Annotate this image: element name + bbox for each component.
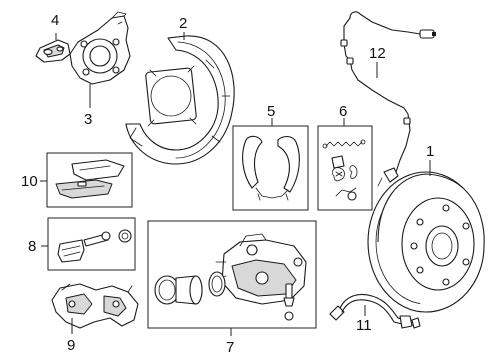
- box-10: [46, 152, 133, 208]
- callout-12: 12: [369, 45, 386, 62]
- part-4-clip: [35, 39, 71, 63]
- part-5-parking-shoes: [242, 135, 300, 201]
- callout-8: 8: [28, 238, 36, 255]
- part-3-mounting-plate: [69, 11, 131, 85]
- part-2-dust-shield: [125, 35, 235, 165]
- callout-6: 6: [339, 103, 347, 120]
- box-5: [232, 125, 309, 211]
- callout-11: 11: [356, 317, 372, 334]
- callout-7: 7: [226, 339, 234, 356]
- part-9-caliper-bracket: [51, 283, 139, 329]
- box-6: [317, 125, 373, 211]
- part-10-brake-pads: [55, 159, 125, 199]
- callout-10: 10: [21, 173, 38, 190]
- box-7: [147, 220, 317, 329]
- callout-2: 2: [179, 15, 187, 32]
- callout-3: 3: [84, 111, 92, 128]
- box-8: [47, 217, 136, 271]
- part-8-guide-pins: [57, 229, 132, 263]
- part-7-caliper: [154, 233, 307, 321]
- part-1-brake-rotor: [367, 171, 485, 313]
- callout-1: 1: [426, 143, 434, 160]
- callout-5: 5: [267, 103, 275, 120]
- part-6-hardware-kit: [322, 139, 366, 201]
- part-12-sensor-wire: [340, 11, 436, 187]
- part-11-brake-hose: [329, 293, 421, 329]
- callout-9: 9: [67, 337, 75, 354]
- callout-4: 4: [51, 12, 59, 29]
